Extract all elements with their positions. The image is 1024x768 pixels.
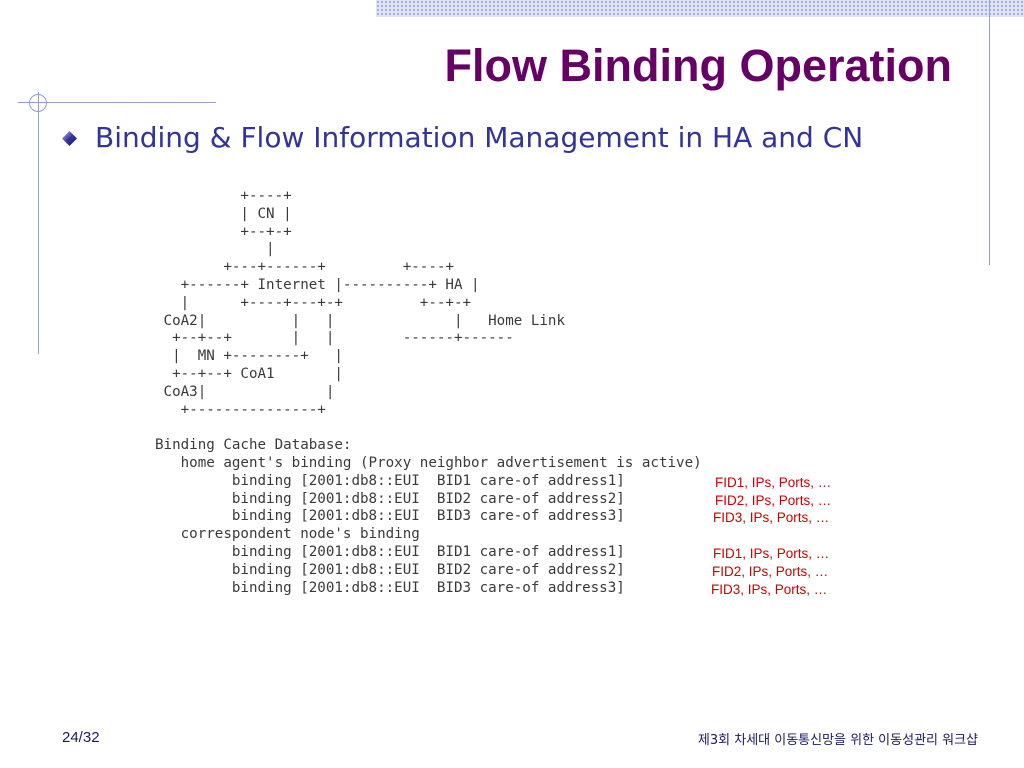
- flow-info-1: FID1, IPs, Ports, …: [715, 475, 832, 490]
- slide-title: Flow Binding Operation: [444, 40, 952, 91]
- flow-info-6: FID3, IPs, Ports, …: [711, 582, 828, 597]
- bullet-text: Binding & Flow Information Management in…: [95, 121, 864, 154]
- right-accent-line: [989, 0, 990, 265]
- diamond-bullet-icon: [62, 130, 77, 146]
- left-accent-vertical-line: [38, 92, 39, 354]
- flow-info-3: FID3, IPs, Ports, …: [713, 510, 830, 525]
- flow-info-4: FID1, IPs, Ports, …: [713, 546, 830, 561]
- left-accent-horizontal-line: [18, 102, 216, 103]
- topology-and-binding-cache-diagram: +----+ | CN | +--+-+ | +---+------+ +---…: [155, 188, 702, 596]
- flow-info-5: FID2, IPs, Ports, …: [712, 564, 829, 579]
- footer-text: 제3회 차세대 이동통신망을 위한 이동성관리 워크샵: [697, 733, 978, 748]
- bullet-item: Binding & Flow Information Management in…: [62, 118, 863, 158]
- accent-circle: [29, 94, 47, 112]
- page-number: 24/32: [62, 729, 100, 746]
- flow-info-2: FID2, IPs, Ports, …: [715, 493, 832, 508]
- top-dotted-band: [376, 0, 1024, 17]
